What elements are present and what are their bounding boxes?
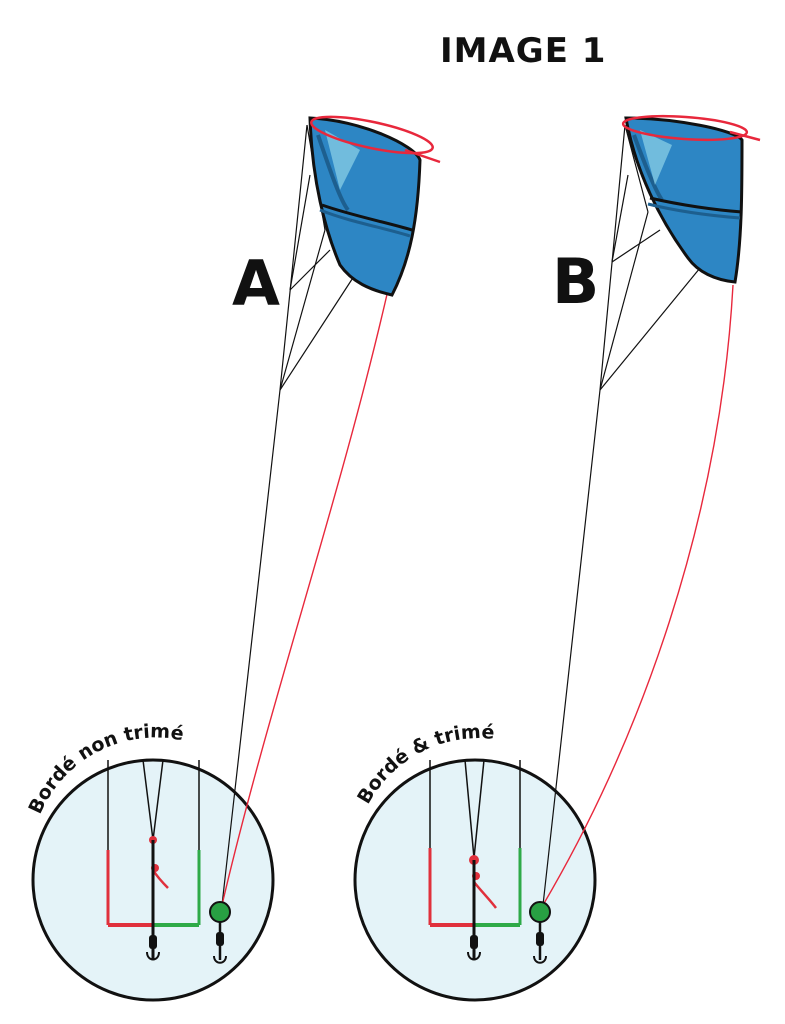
panel-a: A Bordé non trimé <box>24 115 441 1002</box>
panel-b: B Bordé & trimé <box>353 114 761 1002</box>
kite-icon <box>308 115 441 297</box>
panel-letter-a: A <box>232 247 280 320</box>
control-bar-icon <box>428 759 522 960</box>
red-line-a <box>221 289 389 906</box>
harness-hook-icon <box>146 901 231 964</box>
red-line-b <box>542 284 734 906</box>
diagram-title: IMAGE 1 <box>440 31 606 71</box>
harness-hook-icon <box>467 901 551 964</box>
control-bar-icon <box>106 759 201 960</box>
black-lines-b <box>542 124 701 906</box>
kite-icon <box>621 114 761 284</box>
panel-letter-b: B <box>552 245 599 318</box>
